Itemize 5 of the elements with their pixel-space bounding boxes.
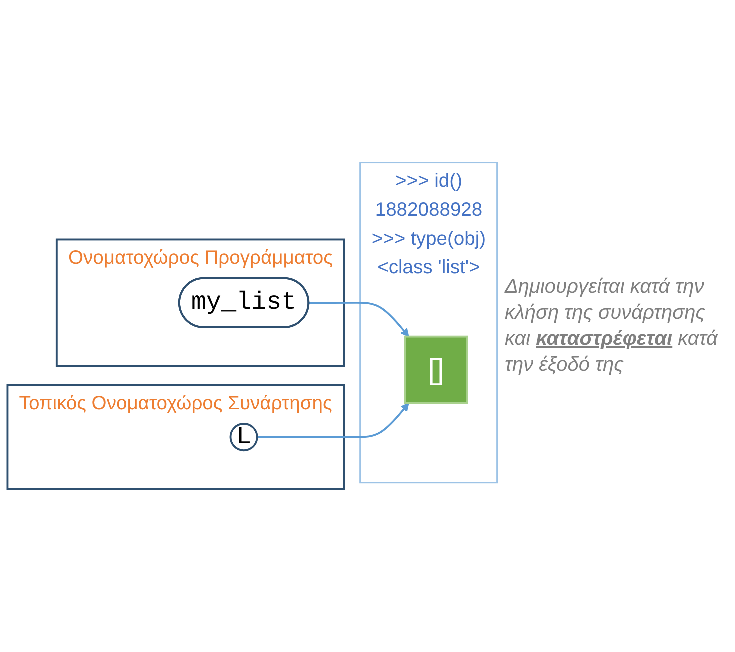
node-box: []: [404, 336, 468, 404]
node-circle: L: [230, 423, 258, 452]
arrow: [257, 403, 410, 438]
note-text: Δημιουργείται κατά την κλήση της συνάρτησης και καταστρέφεται κατά την έξοδό της: [505, 275, 720, 378]
arrow: [309, 302, 410, 338]
